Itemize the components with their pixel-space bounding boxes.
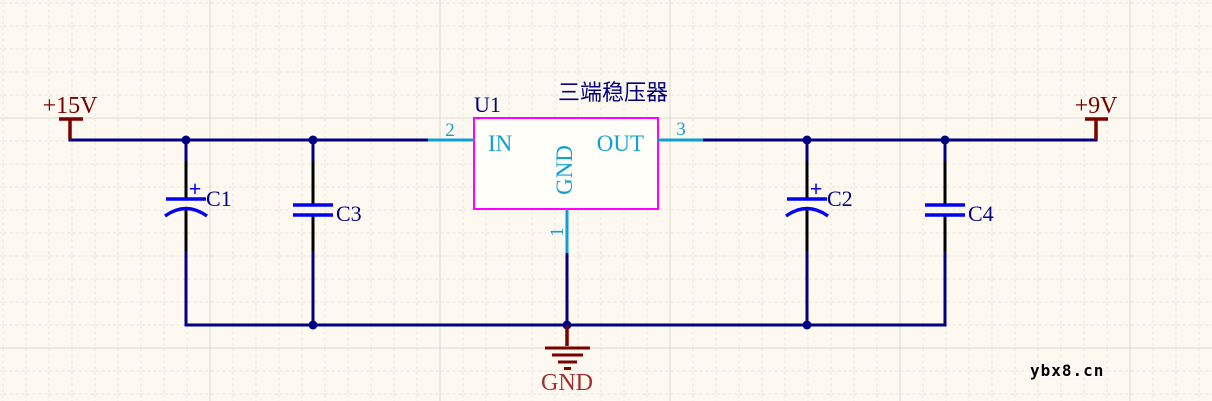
pin-out-number: 3	[676, 119, 686, 140]
junction-dot	[940, 135, 950, 145]
pin-in-number: 2	[445, 120, 455, 141]
ground-bars-icon	[545, 346, 590, 370]
polarity-plus-icon: +	[189, 176, 202, 201]
junction-dot	[802, 320, 812, 330]
capacitor-c4: C4	[925, 161, 994, 251]
capacitor-plate-curved	[784, 206, 830, 218]
regulator-body	[473, 117, 659, 210]
capacitor-designator: C2	[827, 186, 853, 211]
power-bar-icon	[59, 117, 83, 140]
capacitor-c3: C3	[293, 161, 362, 251]
junction-dot	[308, 320, 318, 330]
power-output-label: +9V	[1075, 93, 1119, 119]
capacitor-c1: + C1	[163, 161, 232, 251]
ground-label: GND	[541, 370, 593, 396]
junction-dot	[308, 135, 318, 145]
pin-out-name: OUT	[597, 131, 644, 156]
capacitor-plate-curved	[163, 206, 209, 218]
power-bar-icon	[1085, 117, 1108, 140]
capacitor-plates	[925, 203, 965, 217]
pin-gnd-name: GND	[552, 145, 577, 195]
capacitor-c2: + C2	[784, 161, 853, 251]
polarity-plus-icon: +	[810, 176, 823, 201]
capacitor-plates	[293, 203, 333, 217]
watermark: ybx8.cn	[1030, 361, 1105, 380]
power-port-output: +9V	[1075, 93, 1119, 140]
regulator-designator: U1	[474, 92, 501, 117]
pin-gnd-number: 1	[547, 227, 568, 237]
power-input-label: +15V	[43, 93, 99, 119]
junction-dot	[802, 135, 812, 145]
regulator-u1: 三端稳压器 U1 2 IN 3 OUT 1 GND	[428, 80, 703, 253]
regulator-title: 三端稳压器	[558, 80, 668, 105]
capacitor-designator: C3	[336, 201, 362, 226]
ground-symbol: GND	[541, 325, 593, 396]
capacitor-designator: C4	[968, 201, 994, 226]
junction-dot	[181, 135, 191, 145]
pin-in-name: IN	[488, 131, 513, 156]
capacitor-designator: C1	[206, 186, 232, 211]
power-port-input: +15V	[43, 93, 99, 140]
